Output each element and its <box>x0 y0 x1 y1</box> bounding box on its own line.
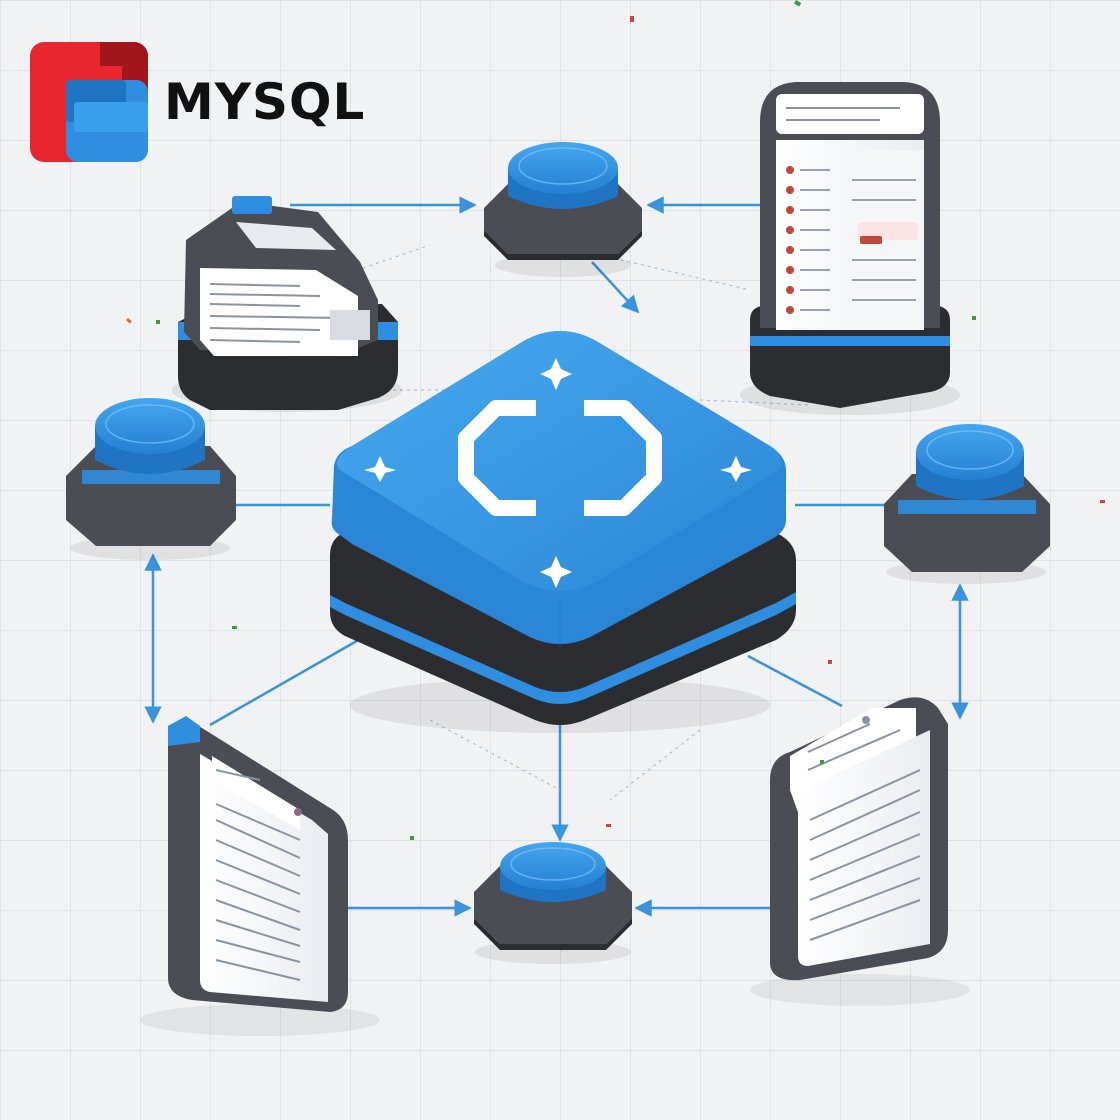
confetti-decorations <box>126 0 1105 840</box>
node-button-icon-bottom <box>474 842 632 964</box>
connectors <box>144 196 969 917</box>
server-rack-icon <box>740 82 960 415</box>
node-button-icon-top <box>484 142 642 277</box>
node-button-icon-right <box>884 424 1050 584</box>
hub-icon <box>330 331 796 733</box>
brand-logo: MYSQL <box>30 42 365 162</box>
line-hub-to-doc-right <box>747 654 843 708</box>
server-icon <box>172 196 402 412</box>
mysql-logo-icon <box>30 42 148 162</box>
document-stack-icon-right <box>750 697 970 1006</box>
line-hub-to-doc-left <box>209 636 363 727</box>
document-stack-icon-left <box>140 716 380 1036</box>
sync-icon <box>458 400 662 516</box>
node-button-icon-left <box>66 398 236 560</box>
brand-name: MYSQL <box>164 73 366 131</box>
sparkle-icons <box>364 358 752 588</box>
arrow-top-diag <box>591 261 640 314</box>
